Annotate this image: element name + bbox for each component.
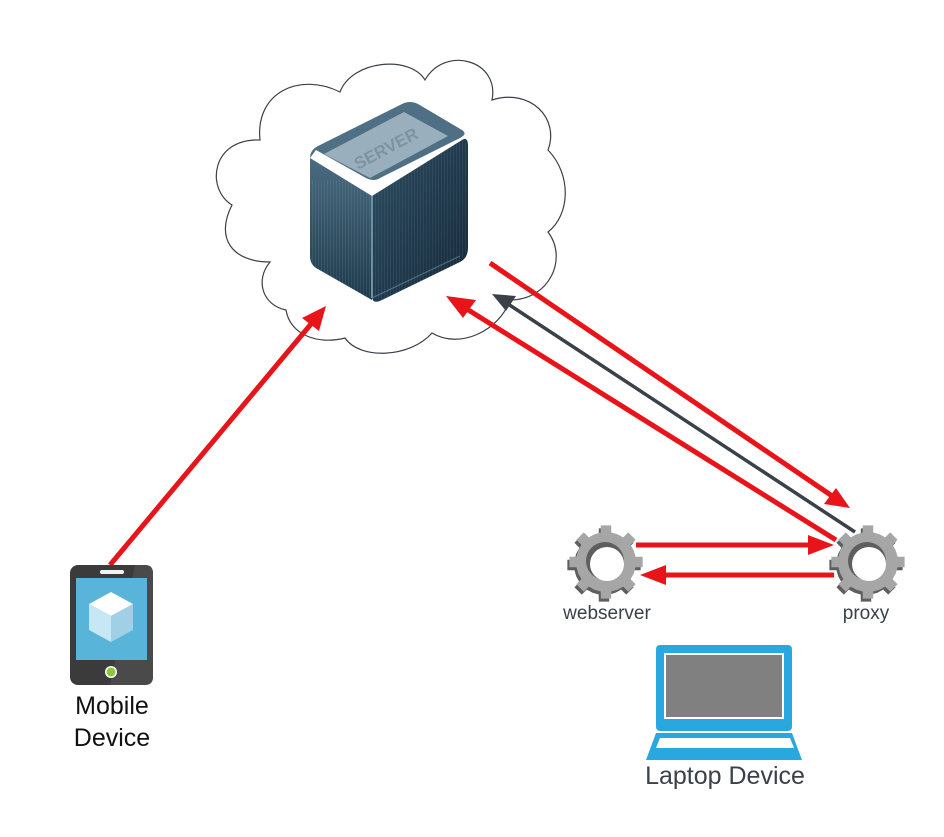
webserver-gear-icon[interactable] — [567, 525, 643, 602]
arrowhead — [808, 535, 834, 555]
gear-hole — [852, 547, 886, 581]
edge-mobile-to-server[interactable] — [108, 306, 326, 567]
laptop-device-icon[interactable] — [646, 645, 802, 760]
proxy-gear-icon[interactable] — [829, 525, 905, 602]
proxy-label: proxy — [842, 603, 890, 624]
edge-proxy-to-webserver[interactable] — [640, 565, 834, 585]
edge-server-to-proxy[interactable] — [488, 260, 850, 508]
webserver-label: webserver — [563, 603, 651, 624]
arrowhead — [824, 488, 850, 508]
server-icon[interactable]: SERVER — [310, 102, 468, 302]
laptop-device-label: Laptop Device — [645, 762, 805, 790]
arrowhead — [302, 306, 326, 331]
mobile-label-line1: Mobile — [75, 692, 149, 720]
edge-webserver-to-proxy[interactable] — [636, 535, 834, 555]
mobile-label-line2: Device — [73, 724, 151, 752]
arrowhead — [446, 296, 476, 318]
mobile-device-label: Mobile Device — [52, 690, 172, 754]
edge-proxy-to-server-red[interactable] — [446, 296, 838, 543]
edge-proxy-to-server-dark[interactable] — [492, 294, 856, 534]
mobile-device-icon[interactable] — [70, 565, 153, 685]
gear-hole — [590, 547, 624, 581]
arrowhead — [492, 294, 516, 311]
arrowhead — [640, 565, 666, 585]
